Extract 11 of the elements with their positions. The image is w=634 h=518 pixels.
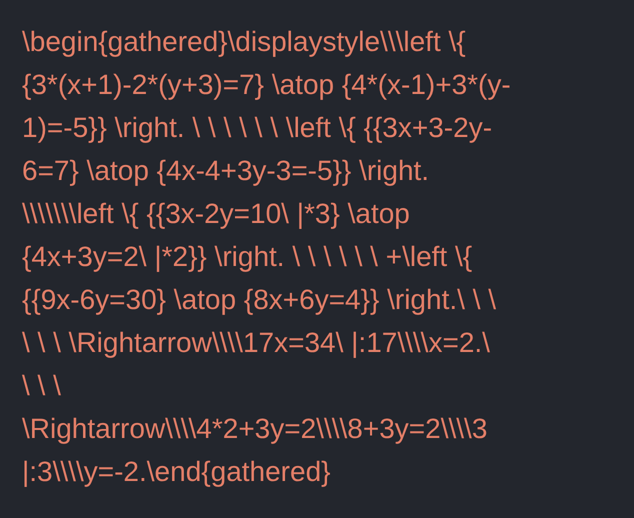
code-line: \begin{gathered}\displaystyle\\\left \{ (22, 25, 466, 59)
code-line: \\\\\\\left \{ {{3x-2y=10\ |*3} \atop (22, 197, 410, 231)
code-line: |:3\\\\y=-2.\end{gathered} (22, 455, 331, 489)
code-line: \ \ \ (22, 369, 61, 403)
code-line: {3*(x+1)-2*(y+3)=7} \atop {4*(x-1)+3*(y- (22, 68, 511, 102)
code-line: {{9x-6y=30} \atop {8x+6y=4}} \right.\ \ \ (22, 283, 496, 317)
code-line: 6=7} \atop {4x-4+3y-3=-5}} \right. (22, 154, 430, 188)
code-line: 1)=-5}} \right. \ \ \ \ \ \ \left \{ {{3x+3-2y- (22, 111, 492, 145)
code-line: \Rightarrow\\\\4*2+3y=2\\\\8+3y=2\\\\3 (22, 412, 488, 446)
code-line: \ \ \ \Rightarrow\\\\17x=34\ |:17\\\\x=2.\ (22, 326, 490, 360)
code-line: {4x+3y=2\ |*2}} \right. \ \ \ \ \ \ +\left \{ (22, 240, 472, 274)
